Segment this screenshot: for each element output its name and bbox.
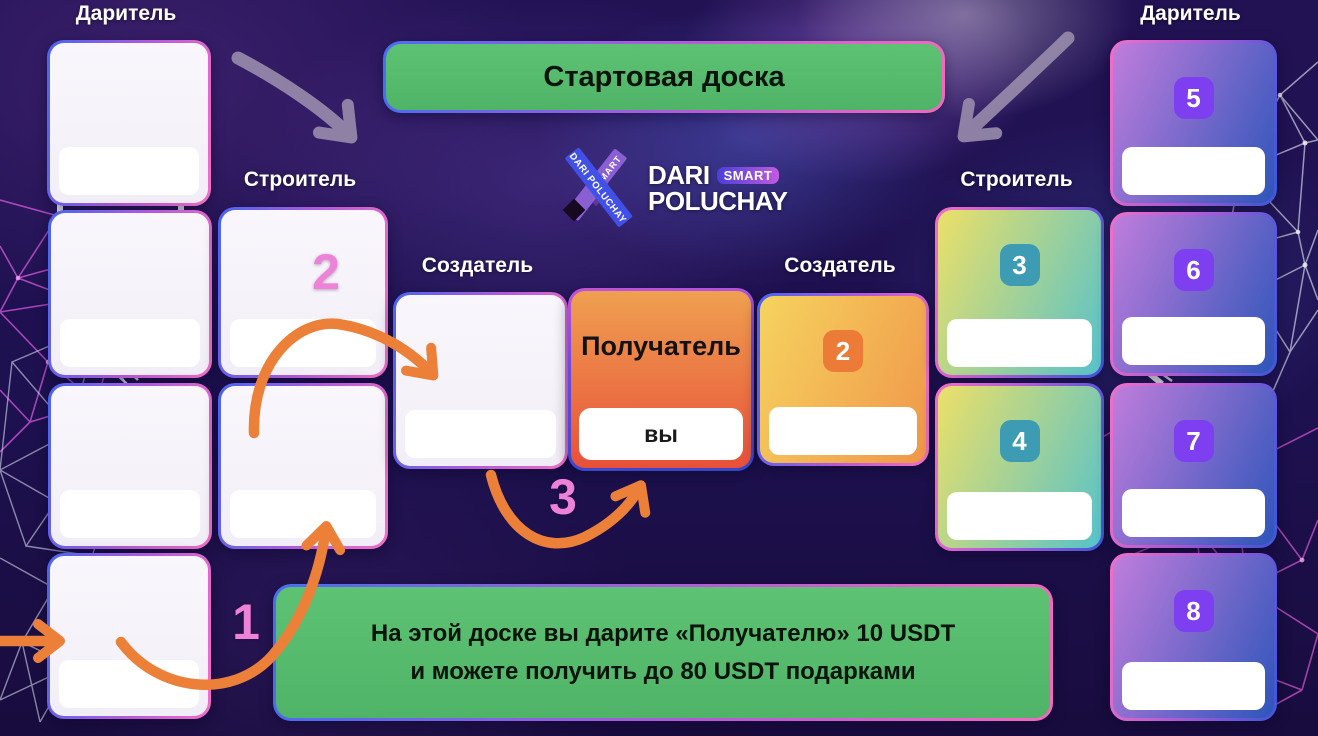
card-builder-right-1: 3 <box>935 207 1104 378</box>
name-slot <box>405 410 556 458</box>
logo-dari: DARI <box>648 160 710 190</box>
step-marker-1: 1 <box>232 594 260 650</box>
logo-mark-icon: SMART DARI POLUCHAY <box>562 147 633 227</box>
name-slot <box>230 319 376 367</box>
card-number-badge: 8 <box>1173 590 1214 632</box>
card-number-badge: 6 <box>1173 249 1214 291</box>
card-builder-right-2: 4 <box>935 383 1104 551</box>
card-giver-right-4: 8 <box>1110 553 1277 721</box>
name-slot <box>1122 147 1265 195</box>
card-giver-left-3 <box>48 383 212 549</box>
card-number-badge: 5 <box>1173 77 1214 119</box>
role-label-creator-left: Создатель <box>421 254 534 277</box>
card-builder-left-2 <box>218 383 388 549</box>
card-giver-right-2: 6 <box>1110 212 1277 376</box>
logo-wordmark: DARI SMART POLUCHAY <box>648 162 788 214</box>
card-creator-right: 2 <box>757 293 929 466</box>
role-label-giver-right: Даритель <box>1140 2 1241 25</box>
card-giver-right-3: 7 <box>1110 383 1277 548</box>
info-banner-line2: и можете получить до 80 USDT подарками <box>410 657 916 685</box>
name-slot <box>1122 317 1265 365</box>
name-slot <box>59 147 199 195</box>
receiver-title: Получатель <box>581 331 741 361</box>
name-slot <box>947 492 1092 540</box>
board-title: Стартовая доска <box>543 60 785 93</box>
name-slot <box>1122 662 1265 710</box>
receiver-name-slot: вы <box>579 408 743 460</box>
name-slot <box>60 490 200 538</box>
card-giver-left-4 <box>47 553 211 719</box>
card-number-badge: 2 <box>823 330 863 372</box>
info-banner-line1: На этой доске вы дарите «Получателю» 10 … <box>370 620 956 648</box>
card-giver-left-2 <box>48 210 212 378</box>
card-number-badge: 3 <box>999 244 1040 286</box>
role-label-builder-left: Строитель <box>243 168 357 191</box>
name-slot <box>60 319 200 367</box>
name-slot <box>230 490 376 538</box>
logo-smart-badge: SMART <box>716 166 780 184</box>
name-slot <box>1122 489 1265 537</box>
card-number-badge: 7 <box>1173 420 1214 462</box>
card-giver-left-1 <box>47 40 211 206</box>
card-creator-left <box>393 292 568 469</box>
name-slot <box>947 319 1092 367</box>
role-label-builder-right: Строитель <box>960 168 1073 191</box>
card-giver-right-1: 5 <box>1110 40 1277 206</box>
role-label-giver-left: Даритель <box>75 2 177 25</box>
name-slot <box>59 660 199 708</box>
info-banner: На этой доске вы дарите «Получателю» 10 … <box>273 584 1053 721</box>
board-title-banner: Стартовая доска <box>383 41 945 113</box>
role-label-creator-right: Создатель <box>784 254 896 277</box>
step-marker-3: 3 <box>549 469 577 525</box>
card-receiver: Получатель вы <box>568 288 754 471</box>
logo: SMART DARI POLUCHAY DARI SMART POLUCHAY <box>556 146 788 230</box>
name-slot <box>769 407 917 455</box>
card-builder-left-1 <box>218 207 388 378</box>
step-marker-2: 2 <box>312 244 340 300</box>
card-number-badge: 4 <box>999 420 1040 462</box>
logo-poluchay: POLUCHAY <box>648 186 788 216</box>
